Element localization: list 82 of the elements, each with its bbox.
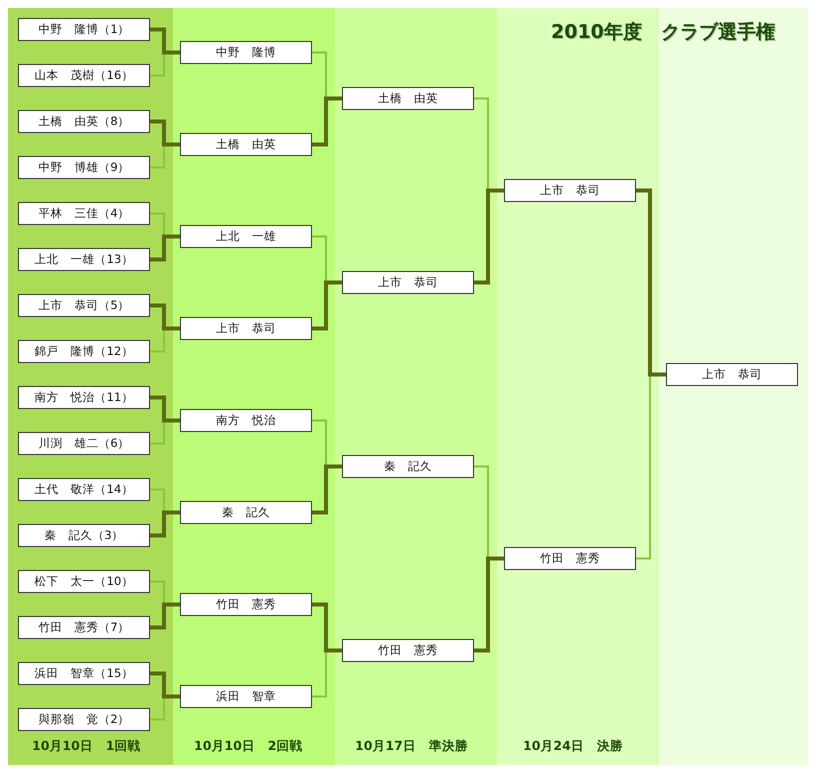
- bracket-slot: [180, 593, 312, 616]
- player-name: 中野 隆博（1）: [38, 22, 130, 36]
- player-name: 上北 一雄（13）: [34, 252, 134, 266]
- player-name: 竹田 憲秀（7）: [38, 620, 130, 634]
- player-name: 秦 記久（3）: [44, 528, 124, 542]
- player-name: 中野 隆博: [216, 46, 276, 60]
- bracket-line: [150, 510, 180, 538]
- bracket-line: [150, 396, 180, 422]
- bracket-slot: [18, 708, 150, 731]
- bracket-slot: [18, 18, 150, 41]
- bracket-slot: [504, 179, 636, 202]
- round-date-label: 10月24日 決勝: [523, 738, 623, 753]
- round-date-label: 10月10日 2回戦: [194, 738, 302, 753]
- player-name: 上市 恭司: [378, 276, 438, 290]
- bracket-line: [150, 672, 180, 698]
- bracket-slot: [180, 41, 312, 64]
- bracket-line: [312, 602, 342, 652]
- player-name: 與那嶺 覚（2）: [38, 712, 130, 726]
- player-name: 平林 三佳（4）: [38, 206, 130, 220]
- bracket-slot: [342, 455, 474, 478]
- player-name: 中野 博雄（9）: [38, 160, 130, 174]
- bracket-slot: [180, 409, 312, 432]
- bracket-line: [150, 304, 180, 330]
- player-name: 秦 記久: [222, 506, 270, 520]
- player-name: 浜田 智章: [216, 690, 276, 704]
- player-name: 山本 茂樹（16）: [34, 68, 134, 82]
- bracket-slot: [342, 87, 474, 110]
- bracket-slot: [18, 64, 150, 87]
- bracket-slot: [18, 294, 150, 317]
- bracket-slot: [18, 616, 150, 639]
- player-name: 南方 悦治（11）: [34, 390, 134, 404]
- bracket-line: [150, 120, 180, 146]
- bracket-line: [474, 188, 504, 284]
- bracket-slot: [18, 478, 150, 501]
- bracket-slot: [180, 685, 312, 708]
- player-name: 浜田 智章（15）: [34, 666, 134, 680]
- player-name: 竹田 憲秀: [540, 552, 600, 566]
- bracket-line: [312, 464, 342, 514]
- bracket-line: [636, 188, 666, 376]
- player-name: 上市 恭司: [540, 184, 600, 198]
- player-name: 竹田 憲秀: [216, 598, 276, 612]
- chart-title: 2010年度 クラブ選手権: [551, 21, 775, 44]
- bracket-slot: [18, 202, 150, 225]
- bracket-slot: [18, 432, 150, 455]
- bracket-slot: [504, 547, 636, 570]
- bracket-slot: [18, 662, 150, 685]
- bracket-slot: [18, 248, 150, 271]
- player-name: 上北 一雄: [216, 230, 276, 244]
- bracket-slot: [18, 156, 150, 179]
- bracket-line: [150, 602, 180, 630]
- player-name: 秦 記久: [384, 460, 432, 474]
- bracket-line: [312, 280, 342, 330]
- bracket-slot: [666, 363, 798, 386]
- player-name: 松下 太一（10）: [34, 574, 134, 588]
- player-name: 土代 敬洋（14）: [34, 482, 134, 496]
- bracket-slot: [342, 639, 474, 662]
- bracket-line: [312, 96, 342, 146]
- bracket-slot: [180, 501, 312, 524]
- bracket-slot: [18, 386, 150, 409]
- player-name: 上市 恭司: [702, 368, 762, 382]
- bracket-slot: [18, 340, 150, 363]
- round-date-label: 10月17日 準決勝: [355, 738, 468, 753]
- player-name: 土橋 由英: [378, 92, 438, 106]
- player-name: 土橋 由英（8）: [38, 114, 130, 128]
- player-name: 川渕 雄二（6）: [38, 436, 130, 450]
- player-name: 上市 恭司（5）: [38, 298, 130, 312]
- bracket-slot: [180, 133, 312, 156]
- bracket-slot: [180, 317, 312, 340]
- bracket-line: [474, 556, 504, 652]
- bracket-line: [150, 28, 180, 54]
- bracket-slot: [18, 110, 150, 133]
- player-name: 南方 悦治: [216, 414, 276, 428]
- bracket-slot: [18, 570, 150, 593]
- bracket-line: [150, 234, 180, 262]
- player-name: 竹田 憲秀: [378, 644, 438, 658]
- player-name: 土橋 由英: [216, 138, 276, 152]
- player-name: 錦戸 隆博（12）: [34, 344, 134, 358]
- bracket-slot: [342, 271, 474, 294]
- player-name: 上市 恭司: [216, 322, 276, 336]
- bracket-slot: [18, 524, 150, 547]
- bracket-slot: [180, 225, 312, 248]
- round-date-label: 10月10日 1回戦: [32, 738, 140, 753]
